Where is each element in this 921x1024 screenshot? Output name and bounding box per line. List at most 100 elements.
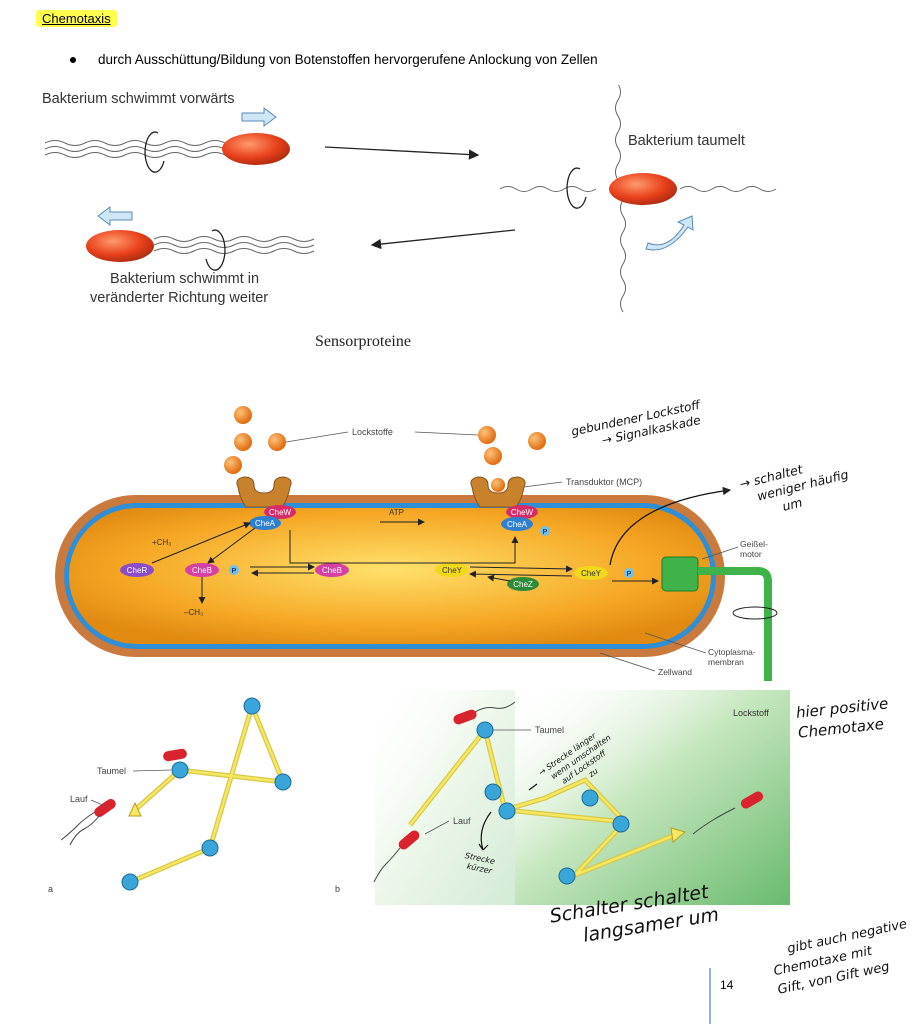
rotation-arrow bbox=[144, 131, 165, 173]
lockstoffe-leader-l bbox=[285, 431, 349, 443]
svg-text:P: P bbox=[543, 529, 548, 536]
pathway-lines bbox=[151, 518, 659, 604]
svg-text:CheB: CheB bbox=[322, 566, 342, 575]
label-transduktor: Transduktor (MCP) bbox=[566, 477, 642, 487]
protein-cher: CheR bbox=[120, 563, 154, 577]
protein-cheb-right: CheB bbox=[315, 563, 349, 577]
bullet-item: durch Ausschüttung/Bildung von Botenstof… bbox=[70, 52, 598, 67]
protein-chew-right: CheW bbox=[506, 505, 538, 519]
label-swim-new-2: veränderter Richtung weiter bbox=[90, 290, 268, 306]
arrow-to-new-direction bbox=[370, 229, 516, 250]
label-geissel-1: Geißel- bbox=[740, 539, 768, 549]
label-cyto-2: membran bbox=[708, 657, 744, 667]
tumble-rotate-arrow bbox=[645, 215, 694, 251]
svg-text:CheZ: CheZ bbox=[513, 580, 533, 589]
protein-chez: CheZ bbox=[507, 577, 539, 591]
direction-arrow-right bbox=[241, 107, 277, 127]
lauf-a-leader bbox=[90, 799, 106, 807]
label-ch3-minus: –CH₃ bbox=[184, 608, 203, 617]
svg-text:CheA: CheA bbox=[255, 519, 276, 528]
label-panel-b: b bbox=[335, 884, 340, 894]
lockstoff-gradient bbox=[515, 690, 790, 905]
svg-text:CheB: CheB bbox=[192, 566, 212, 575]
nodes-panel-b bbox=[476, 721, 630, 885]
svg-text:CheW: CheW bbox=[511, 508, 534, 517]
label-panel-a: a bbox=[48, 884, 53, 894]
bacterium-new-direction bbox=[86, 230, 154, 262]
direction-arrow-left bbox=[97, 206, 133, 226]
page-number-bar bbox=[709, 968, 711, 1024]
svg-text:CheY: CheY bbox=[442, 566, 463, 575]
arrowhead-panel-a bbox=[128, 801, 142, 817]
bacterium-b-run bbox=[398, 830, 420, 850]
section-heading: Chemotaxis bbox=[36, 10, 117, 27]
flagellar-motor bbox=[661, 556, 699, 592]
path-panel-b-inner bbox=[409, 727, 676, 877]
sensor-title: Sensorproteine bbox=[315, 333, 411, 350]
protein-cheb-left: CheB bbox=[185, 563, 219, 577]
handwritten-arrow-chey bbox=[609, 486, 732, 566]
cyto-leader bbox=[644, 632, 707, 654]
bacterium-b-end bbox=[740, 791, 764, 809]
label-lauf-a: Lauf bbox=[70, 794, 88, 804]
label-taumel-a: Taumel bbox=[97, 766, 126, 776]
lockstoffe-leader-r bbox=[414, 431, 479, 436]
protein-chea-left: CheA bbox=[249, 516, 281, 530]
transduktor-leader bbox=[523, 481, 563, 488]
protein-chew-left: CheW bbox=[264, 505, 296, 519]
bullet-text: durch Ausschüttung/Bildung von Botenstof… bbox=[98, 52, 598, 67]
label-swim-new-1: Bakterium schwimmt in bbox=[110, 271, 259, 287]
handwritten-arrow-shorter bbox=[478, 811, 492, 851]
label-tumble: Bakterium taumelt bbox=[628, 133, 745, 149]
label-swim-forward: Bakterium schwimmt vorwärts bbox=[42, 91, 235, 107]
geissel-leader bbox=[701, 546, 739, 560]
svg-text:CheY: CheY bbox=[581, 569, 602, 578]
label-lockstoffe: Lockstoffe bbox=[352, 427, 393, 437]
transductor-right bbox=[470, 476, 526, 508]
flagella-tumble bbox=[499, 85, 777, 313]
cell-cytoplasm bbox=[69, 508, 711, 644]
bacterium-b-tumble bbox=[453, 709, 477, 725]
protein-chey-left: CheY bbox=[435, 563, 469, 577]
label-cyto-1: Cytoplasma- bbox=[708, 647, 756, 657]
phosphate-cheb: P bbox=[229, 565, 239, 575]
bacterium-a-run bbox=[94, 798, 116, 818]
flagella-new-direction bbox=[153, 236, 315, 254]
rotation-arrow-new bbox=[205, 229, 226, 271]
zellwand-leader bbox=[599, 652, 656, 672]
note-positive: hier positive Chemotaxe bbox=[795, 693, 891, 742]
note-negative: gibt auch negative Chemotaxe mit Gift, v… bbox=[768, 915, 917, 1000]
taumel-a-leader bbox=[132, 769, 172, 772]
label-atp: ATP bbox=[389, 508, 404, 517]
figure-swim-tumble: Bakterium schwimmt vorwärts Bakterium ta… bbox=[42, 85, 777, 313]
arrowhead-panel-b bbox=[670, 827, 687, 843]
label-lockstoff: Lockstoff bbox=[733, 708, 769, 718]
page-number: 14 bbox=[720, 978, 734, 992]
svg-text:P: P bbox=[232, 568, 237, 575]
lauf-b-leader bbox=[424, 820, 450, 835]
label-ch3-plus: +CH₃ bbox=[152, 538, 171, 547]
bacterium-a-tumble bbox=[163, 748, 187, 762]
arrow-to-tumble bbox=[324, 146, 480, 160]
figure-run-tumble: Taumel Lauf a Taumel Lauf Lockstoff b bbox=[48, 690, 790, 905]
bacterium-tumble bbox=[609, 173, 677, 205]
protein-chea-right: CheA bbox=[501, 517, 533, 531]
flagellum-rotation bbox=[732, 606, 778, 620]
label-geissel-2: motor bbox=[740, 549, 762, 559]
label-taumel-b: Taumel bbox=[535, 725, 564, 735]
bacterium-forward bbox=[222, 133, 290, 165]
svg-text:P: P bbox=[627, 571, 632, 578]
label-lauf-b: Lauf bbox=[453, 816, 471, 826]
path-panel-a-inner bbox=[129, 702, 285, 884]
flagella-b bbox=[373, 701, 736, 883]
svg-text:CheA: CheA bbox=[507, 520, 528, 529]
svg-text:CheW: CheW bbox=[269, 508, 292, 517]
protein-chey-right: CheY bbox=[574, 566, 608, 580]
bullet-dot bbox=[70, 56, 76, 63]
nodes-panel-a bbox=[121, 697, 292, 891]
rotation-arrow-tumble bbox=[566, 167, 587, 209]
handwritten-arrow-longer bbox=[528, 783, 538, 791]
figure-signal-cell: Lockstoffe Transduktor (MCP) CheW CheA C… bbox=[55, 406, 778, 681]
transductor-left bbox=[236, 476, 292, 508]
phosphate-chea: P bbox=[540, 526, 550, 536]
